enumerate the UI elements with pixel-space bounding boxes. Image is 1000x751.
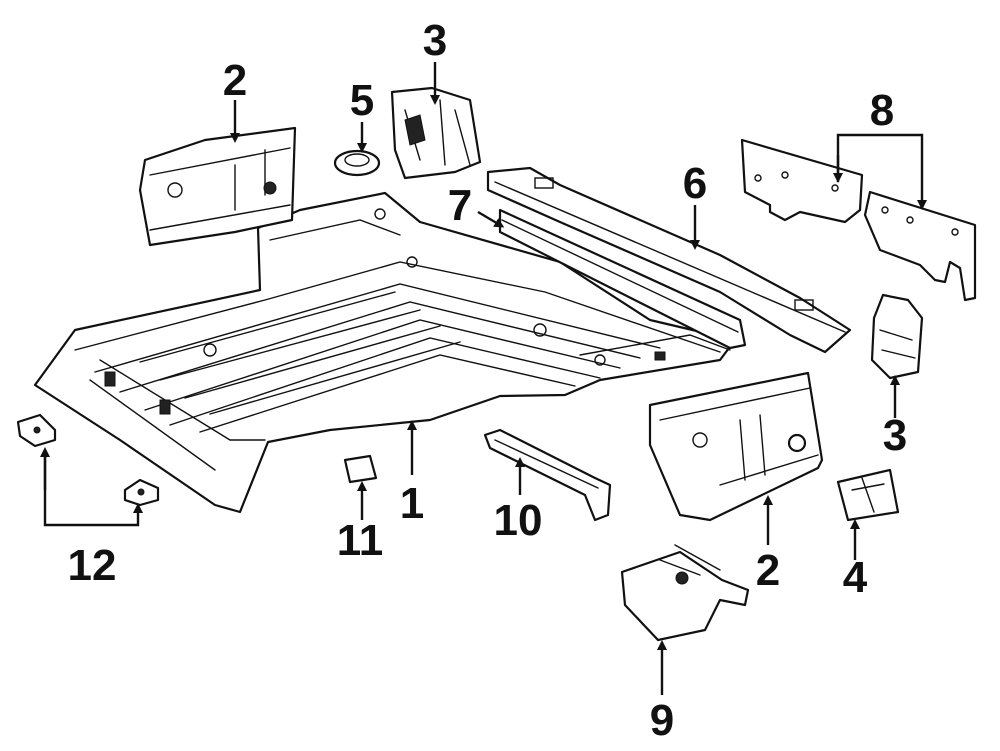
callout-2-left: 2	[223, 56, 247, 105]
wheelhouse-panel-right-part	[648, 371, 824, 522]
clip-left-part	[16, 413, 57, 448]
crossmember-part	[498, 208, 747, 350]
callout-11: 11	[337, 516, 384, 565]
callout-2-right: 2	[756, 546, 780, 595]
callout-12: 12	[68, 541, 117, 590]
panel-right-part-8	[863, 190, 977, 302]
panel-left-part-8	[740, 138, 864, 224]
jack-bracket-part	[620, 544, 750, 642]
callout-5: 5	[350, 76, 374, 125]
clip-right-part	[123, 478, 160, 507]
wheelhouse-panel-left-part	[138, 126, 297, 247]
callout-10: 10	[494, 496, 543, 545]
pad-part	[343, 454, 378, 484]
callout-3-top: 3	[423, 16, 447, 65]
floor-pan-part	[33, 191, 737, 514]
corner-bracket-lower-part	[870, 293, 924, 380]
callout-7: 7	[448, 181, 472, 230]
rear-sill-part	[486, 166, 852, 354]
plug-part	[333, 149, 381, 177]
small-bracket-part	[836, 468, 900, 522]
callout-labels: 1 2 2 3 3 4 5 6 7 8 9 10 11 12	[68, 16, 908, 745]
callout-6: 6	[683, 159, 707, 208]
callout-9: 9	[650, 696, 674, 745]
callout-4: 4	[843, 553, 868, 602]
callout-1: 1	[400, 479, 424, 528]
corner-bracket-upper-part	[390, 86, 482, 180]
callout-3-right: 3	[883, 411, 907, 460]
callout-8: 8	[870, 86, 894, 135]
leader-lines	[40, 62, 927, 695]
